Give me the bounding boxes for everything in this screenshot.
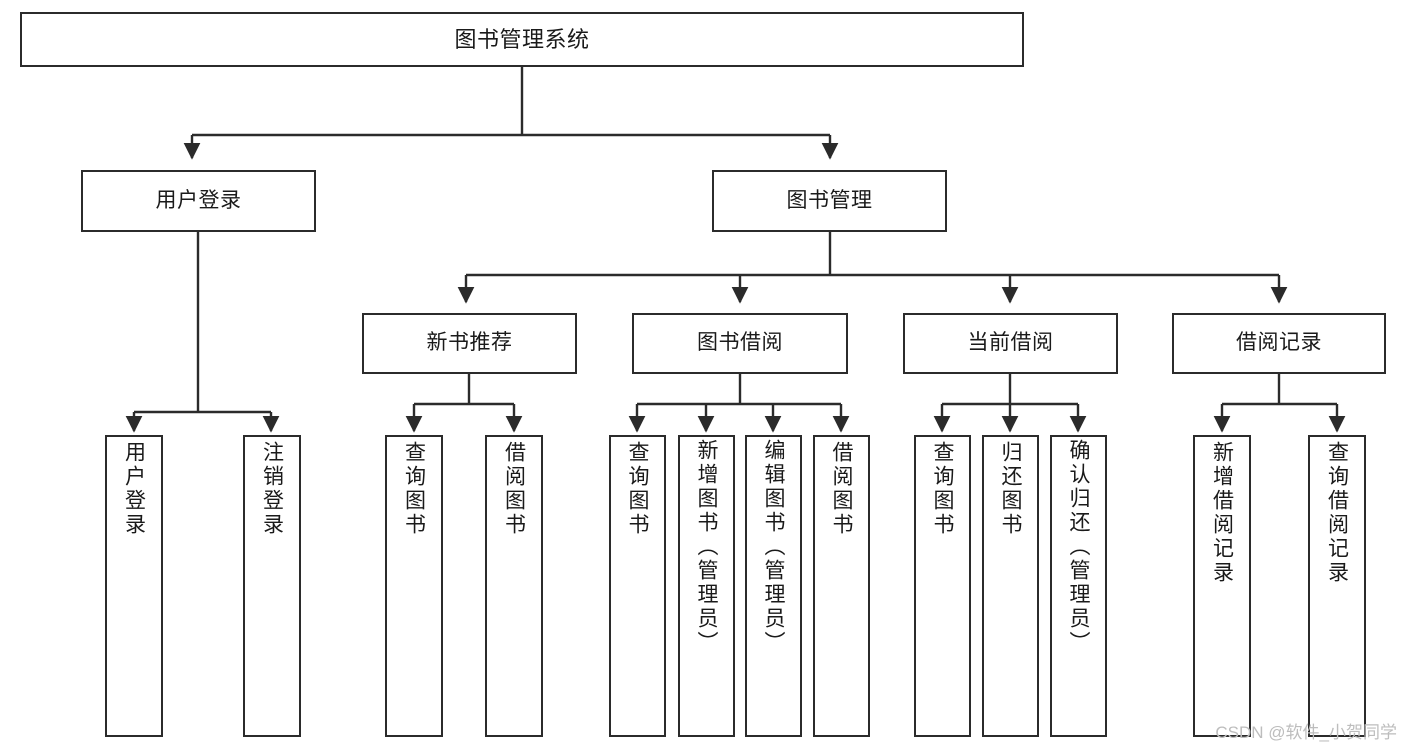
- node-label: 查询图书: [402, 441, 426, 537]
- node-leaf-query-borrow-record[interactable]: 查询借阅记录: [1308, 435, 1366, 737]
- node-root-book-management-system[interactable]: 图书管理系统: [20, 12, 1024, 67]
- node-label: 用户登录: [122, 441, 146, 537]
- node-label: 编辑图书（管理员）: [762, 439, 785, 655]
- node-new-book-recommend[interactable]: 新书推荐: [362, 313, 577, 374]
- node-leaf-query-book-recommend[interactable]: 查询图书: [385, 435, 443, 737]
- node-label: 图书管理: [786, 188, 873, 212]
- node-label: 注销登录: [260, 441, 284, 537]
- node-book-borrow[interactable]: 图书借阅: [632, 313, 848, 374]
- node-label: 查询借阅记录: [1325, 441, 1349, 585]
- node-label: 归还图书: [999, 441, 1022, 537]
- node-user-login[interactable]: 用户登录: [81, 170, 316, 232]
- node-label: 新增图书（管理员）: [695, 439, 718, 655]
- node-label: 借阅记录: [1236, 331, 1322, 355]
- node-leaf-query-book-borrow[interactable]: 查询图书: [609, 435, 666, 737]
- node-label: 当前借阅: [967, 331, 1054, 355]
- node-leaf-add-borrow-record[interactable]: 新增借阅记录: [1193, 435, 1251, 737]
- node-leaf-confirm-return-admin[interactable]: 确认归还（管理员）: [1050, 435, 1107, 737]
- node-leaf-return-book[interactable]: 归还图书: [982, 435, 1039, 737]
- node-leaf-borrow-book[interactable]: 借阅图书: [813, 435, 870, 737]
- node-label: 新增借阅记录: [1210, 441, 1234, 585]
- node-book-management[interactable]: 图书管理: [712, 170, 947, 232]
- node-label: 图书借阅: [697, 331, 783, 355]
- node-label: 新书推荐: [426, 331, 513, 355]
- node-label: 借阅图书: [502, 441, 526, 537]
- node-borrow-record[interactable]: 借阅记录: [1172, 313, 1386, 374]
- node-leaf-user-login[interactable]: 用户登录: [105, 435, 163, 737]
- node-current-borrow[interactable]: 当前借阅: [903, 313, 1118, 374]
- node-label: 确认归还（管理员）: [1067, 439, 1090, 655]
- node-leaf-user-logout[interactable]: 注销登录: [243, 435, 301, 737]
- node-label: 图书管理系统: [454, 26, 590, 52]
- node-leaf-borrow-book-recommend[interactable]: 借阅图书: [485, 435, 543, 737]
- node-leaf-add-book-admin[interactable]: 新增图书（管理员）: [678, 435, 735, 737]
- node-label: 查询图书: [931, 441, 954, 537]
- node-label: 借阅图书: [830, 441, 853, 537]
- node-leaf-edit-book-admin[interactable]: 编辑图书（管理员）: [745, 435, 802, 737]
- node-label: 用户登录: [155, 188, 242, 212]
- node-leaf-query-book-current[interactable]: 查询图书: [914, 435, 971, 737]
- csdn-watermark: CSDN @软件_小贺同学: [1215, 723, 1397, 742]
- node-label: 查询图书: [626, 441, 649, 537]
